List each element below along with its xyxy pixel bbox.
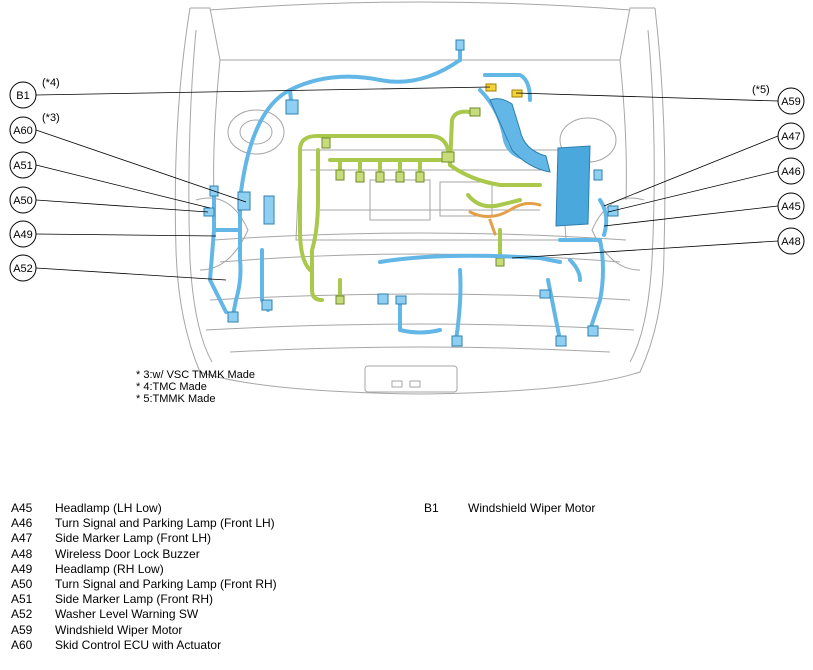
legend-description: Skid Control ECU with Actuator xyxy=(55,637,222,652)
legend-row: A49 Headlamp (RH Low) xyxy=(11,562,277,577)
callout-a51: A51 xyxy=(9,151,37,179)
legend-description: Side Marker Lamp (Front LH) xyxy=(55,531,212,546)
svg-text:A50: A50 xyxy=(13,195,33,207)
engine-room-junction-block xyxy=(489,98,591,227)
svg-text:A51: A51 xyxy=(13,160,33,172)
legend-description: Turn Signal and Parking Lamp (Front LH) xyxy=(55,516,275,531)
callout-a45: A45 xyxy=(777,192,805,220)
legend-row: A60 Skid Control ECU with Actuator xyxy=(11,638,277,653)
legend-row: A50 Turn Signal and Parking Lamp (Front R… xyxy=(11,577,277,592)
legend-description: Windshield Wiper Motor xyxy=(55,622,183,637)
callout-a59: A59 xyxy=(777,87,805,115)
vehicle-outline xyxy=(174,1,666,395)
footnote-3: * 3:w/ VSC TMMK Made xyxy=(136,369,255,381)
callout-a46: A46 xyxy=(777,157,805,185)
legend-code: A59 xyxy=(11,622,33,637)
legend-row: A47 Side Marker Lamp (Front LH) xyxy=(11,531,277,546)
engine-wire-harness xyxy=(298,109,542,302)
orange-wire-harness xyxy=(468,201,542,236)
legend-code: A50 xyxy=(11,577,33,592)
legend-description: Windshield Wiper Motor xyxy=(468,501,596,515)
body-harness-connectors xyxy=(203,39,619,347)
footnote-4: * 4:TMC Made xyxy=(136,381,207,393)
svg-text:A59: A59 xyxy=(781,96,801,108)
svg-text:B1: B1 xyxy=(16,90,29,102)
legend-code: A49 xyxy=(11,561,33,576)
svg-text:A52: A52 xyxy=(13,263,33,275)
legend-code: A52 xyxy=(11,607,33,622)
legend-code: A45 xyxy=(11,501,33,515)
wiper-connector xyxy=(485,83,523,98)
legend-description: Side Marker Lamp (Front RH) xyxy=(55,592,214,607)
svg-text:A48: A48 xyxy=(781,236,801,248)
legend-description: Wireless Door Lock Buzzer xyxy=(55,546,200,561)
marker-note-4: (*4) xyxy=(42,77,60,89)
svg-text:A46: A46 xyxy=(781,166,801,178)
legend-code: B1 xyxy=(424,501,439,515)
legend-row: A45 Headlamp (LH Low) xyxy=(11,501,277,516)
legend-description: Headlamp (RH Low) xyxy=(55,561,164,576)
legend-code: A48 xyxy=(11,546,33,561)
legend-description: Headlamp (LH Low) xyxy=(55,501,162,515)
callout-a48: A48 xyxy=(777,227,805,255)
legend-code: A60 xyxy=(11,637,33,652)
footnotes: * 3:w/ VSC TMMK Made * 4:TMC Made * 5:TM… xyxy=(136,369,255,405)
callout-a47: A47 xyxy=(777,122,805,150)
marker-note-3: (*3) xyxy=(42,112,60,124)
engine-harness-connectors xyxy=(321,107,505,305)
callout-a52: A52 xyxy=(9,254,37,282)
svg-text:A45: A45 xyxy=(781,201,801,213)
svg-text:A49: A49 xyxy=(13,229,33,241)
legend-row: A51 Side Marker Lamp (Front RH) xyxy=(11,592,277,607)
callout-a50: A50 xyxy=(9,186,37,214)
legend-description: Washer Level Warning SW xyxy=(55,607,199,622)
callout-a60: A60 xyxy=(9,116,37,144)
leader-lines xyxy=(35,86,779,281)
connector-legend-right: B1 Windshield Wiper Motor xyxy=(424,501,595,516)
legend-code: A51 xyxy=(11,592,33,607)
callout-a49: A49 xyxy=(9,220,37,248)
svg-text:A60: A60 xyxy=(13,125,33,137)
legend-row: A46 Turn Signal and Parking Lamp (Front L… xyxy=(11,516,277,531)
callout-b1: B1 xyxy=(9,81,37,109)
footnote-5: * 5:TMMK Made xyxy=(136,393,215,405)
legend-code: A47 xyxy=(11,531,33,546)
legend-row: A59 Windshield Wiper Motor xyxy=(11,623,277,638)
svg-text:A47: A47 xyxy=(781,131,801,143)
marker-note-5: (*5) xyxy=(752,84,770,96)
legend-row: A48 Wireless Door Lock Buzzer xyxy=(11,547,277,562)
legend-row: A52 Washer Level Warning SW xyxy=(11,607,277,622)
legend-row: B1 Windshield Wiper Motor xyxy=(424,501,595,516)
engine-compartment-diagram: B1 A60 A51 A50 A49 A52 A59 A47 A46 A45 A… xyxy=(9,1,805,405)
legend-code: A46 xyxy=(11,516,33,531)
legend-description: Turn Signal and Parking Lamp (Front RH) xyxy=(55,577,277,592)
